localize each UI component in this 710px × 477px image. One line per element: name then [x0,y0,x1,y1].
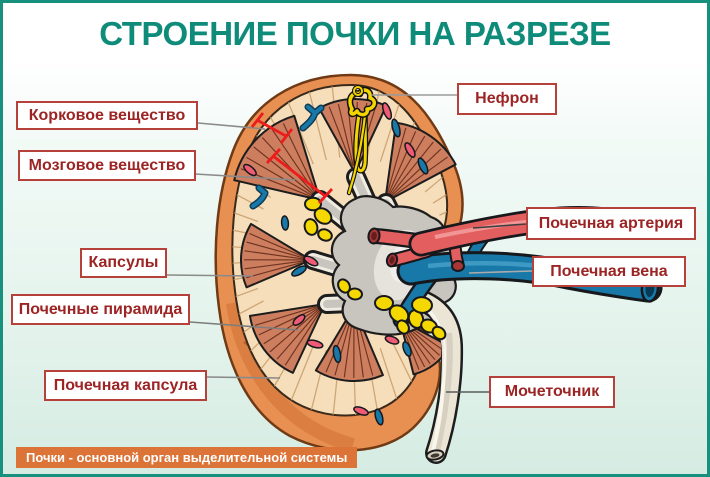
label-cortex-text: Корковое вещество [28,106,186,124]
leader-lines [166,94,533,393]
label-renal-vein-text: Почечная вена [550,262,668,280]
leader-medulla [194,173,296,181]
nephron-graphic [346,85,378,196]
label-medulla: Мозговое вещество [18,150,196,181]
page-title: СТРОЕНИЕ ПОЧКИ НА РАЗРЕЗЕ [99,15,611,52]
label-cortex: Корковое вещество [16,101,198,130]
label-renal-capsule: Почечная капсула [44,370,207,401]
label-pyramids-text: Почечные пирамида [18,300,183,318]
fat-lobules-upper [303,196,363,301]
cortex-bracket [256,118,287,138]
label-capsules: Капсулы [80,248,167,278]
leader-vein [468,270,533,274]
label-renal-artery-text: Почечная артерия [538,214,684,232]
label-pyramids: Почечные пирамида [11,294,190,325]
leader-cortex [197,122,266,130]
label-medulla-text: Мозговое вещество [28,156,186,174]
label-ureter: Мочеточник [489,376,615,408]
capsule-shading [226,301,355,452]
medulla-bracket-cap1 [265,148,282,164]
cortex-bracket-cap2 [279,128,294,144]
leader-renal-capsule [206,376,281,379]
label-nephron-text: Нефрон [475,90,539,107]
footer-note: Почки - основной орган выделительной сис… [16,447,358,468]
kidney-illustration [166,73,663,464]
medulla-bracket-cap2 [317,188,334,204]
label-renal-vein: Почечная вена [532,256,686,287]
red-brackets [250,112,334,204]
label-capsules-text: Капсулы [88,254,159,271]
label-renal-capsule-text: Почечная капсула [53,376,198,394]
leader-artery [472,223,527,229]
leader-capsules [166,274,254,277]
cortex-bracket-cap1 [250,112,265,128]
fat-lobules-lower [374,294,447,341]
medulla-bracket [272,154,326,198]
label-nephron: Нефрон [457,83,557,115]
label-ureter-text: Мочеточник [504,383,600,400]
ureter-graphic [407,288,464,464]
leader-pyramids [189,321,299,331]
small-vessels [243,102,429,426]
label-renal-artery: Почечная артерия [526,207,696,240]
